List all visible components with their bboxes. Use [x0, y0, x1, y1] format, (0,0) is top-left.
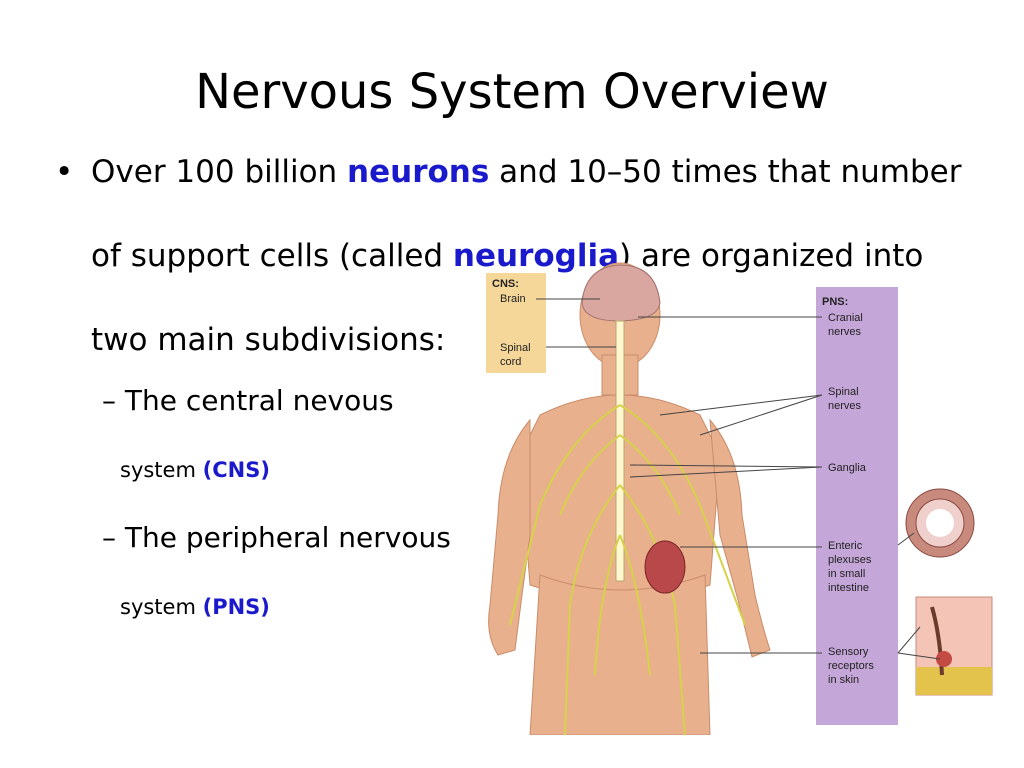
pns-enteric-1: Enteric [828, 540, 863, 552]
sub-bullet-text: The central nevous [124, 384, 394, 417]
main-bullet-text: Over 100 billion neurons and 10–50 times… [91, 130, 971, 382]
neurons-term: neurons [347, 154, 490, 190]
pns-enteric-4: intestine [828, 582, 869, 594]
sub-bullet-pns: – The peripheral nervous [102, 521, 451, 554]
text-part: and 10–50 times that number of support c… [91, 154, 962, 274]
cns-heading: CNS: [492, 278, 519, 290]
neuroglia-term: neuroglia [452, 238, 620, 274]
cns-spinal-label: Spinal [500, 342, 531, 354]
lower-body-shape [529, 574, 711, 736]
pns-label-column [816, 287, 898, 725]
skin-inset [897, 596, 993, 696]
sub-bullet-text: The peripheral nervous [124, 521, 451, 554]
pns-enteric-3: in small [828, 568, 865, 580]
brain-shape [581, 264, 661, 322]
dash: – [102, 521, 116, 554]
pns-heading: PNS: [822, 296, 848, 308]
slide-title: Nervous System Overview [195, 64, 829, 120]
sub-bullet-cns: – The central nevous [102, 384, 394, 417]
pns-cranial-1: Cranial [828, 312, 863, 324]
pns-enteric-2: plexuses [828, 554, 872, 566]
sub-bullet-pns-cont: system (PNS) [120, 595, 270, 619]
pns-abbr: (PNS) [202, 595, 270, 619]
sub-bullet-text: system [120, 458, 203, 482]
cns-brain-label: Brain [500, 293, 526, 305]
text-part: Over 100 billion [91, 154, 348, 190]
nervous-system-figure: CNS: Brain Spinal cord PNS: Cranial nerv… [470, 255, 1010, 736]
cns-label-box [486, 273, 546, 373]
pns-sensory-3: in skin [828, 674, 859, 686]
pns-sensory-2: receptors [828, 660, 874, 672]
sub-bullet-text: system [120, 595, 203, 619]
pns-sensory-1: Sensory [828, 646, 869, 658]
pns-leader-lines [629, 316, 823, 654]
sub-bullet-cns-cont: system (CNS) [120, 458, 270, 482]
cns-abbr: (CNS) [202, 458, 270, 482]
intestine-shape [644, 540, 686, 594]
pns-spinal-1: Spinal [828, 386, 859, 398]
pns-ganglia: Ganglia [828, 462, 867, 474]
spinal-cord-shape [615, 320, 625, 582]
pns-cranial-2: nerves [828, 326, 862, 338]
pns-spinal-2: nerves [828, 400, 862, 412]
dash: – [102, 384, 116, 417]
left-arm-shape [488, 418, 531, 656]
nervous-system-illustration: CNS: Brain Spinal cord PNS: Cranial nerv… [486, 262, 993, 736]
cns-cord-label: cord [500, 356, 521, 368]
text-part: ) are organized into two main subdivisio… [91, 238, 924, 358]
bullet-dot: • [55, 154, 74, 190]
intestine-inset [897, 488, 975, 558]
right-arm-shape [709, 418, 771, 658]
